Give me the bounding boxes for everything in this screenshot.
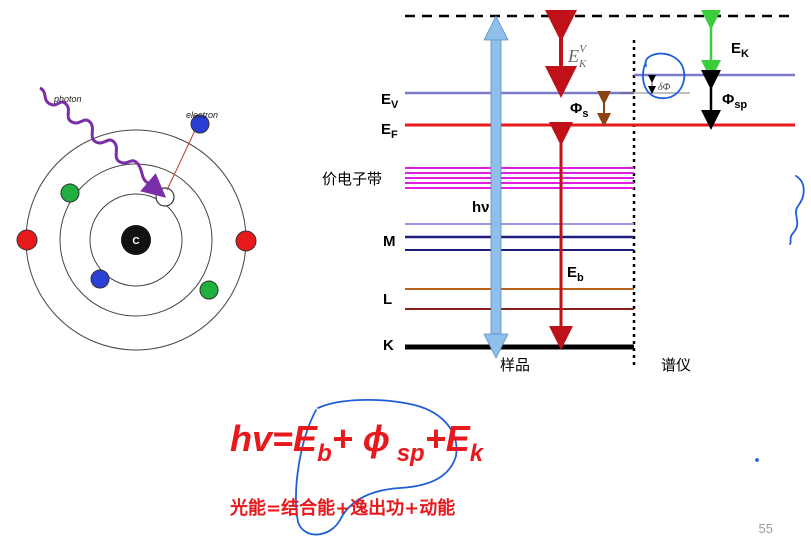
electron-red-right	[235, 230, 257, 252]
electron-hole	[155, 187, 175, 207]
photon-wave	[39, 86, 167, 198]
m-label: M	[383, 233, 396, 250]
delta-phi-label: δΦ	[658, 82, 671, 93]
l-label: L	[383, 291, 392, 308]
ejected-electron	[190, 114, 210, 134]
phi-sp-label: Φsp	[722, 91, 747, 111]
hv-label: hν	[472, 199, 490, 216]
equation-chinese: 光能=结合能+逸出功+动能	[230, 498, 456, 519]
orbit-middle	[59, 163, 213, 317]
annotation-circle-delta-phi	[642, 52, 686, 99]
hv-arrow	[483, 15, 509, 359]
nucleus-label: C	[132, 236, 139, 247]
electron-green-upper	[60, 183, 80, 203]
spectrometer-label: 谱仪	[661, 356, 691, 374]
electron-label: electron	[186, 110, 218, 120]
annotation-bracket-right	[789, 175, 805, 245]
slide-number: 55	[758, 521, 773, 536]
sample-label: 样品	[500, 356, 530, 374]
atom-diagram: C electron photon	[16, 86, 257, 351]
valence-band-label: 价电子带	[322, 170, 382, 188]
ef-label: EF	[381, 121, 398, 141]
photon-label: photon	[53, 94, 82, 104]
valence-band	[405, 167, 634, 189]
ek-v-label: EKV	[567, 43, 587, 70]
hand-annotations	[295, 52, 805, 536]
annotation-dot	[755, 458, 759, 462]
annotation-circle-equation	[295, 399, 458, 536]
photoelectric-equation: hv=Eb+ ϕ sp+Ek	[230, 418, 484, 467]
electron-green-lower	[199, 280, 219, 300]
eb-label: Eb	[567, 264, 584, 284]
ejection-path	[166, 123, 199, 191]
energy-diagram: EKV EV EF 价电子带 M L K hν Eb Φs δΦ EK Φsp …	[322, 10, 795, 374]
electron-red-left	[16, 229, 38, 251]
orbit-inner	[89, 193, 183, 287]
ev-label: EV	[381, 91, 399, 111]
electron-blue-lower	[90, 269, 110, 289]
k-label: K	[383, 337, 394, 354]
nucleus	[121, 225, 151, 255]
ek-label: EK	[731, 40, 749, 60]
phi-s-label: Φs	[570, 100, 588, 120]
